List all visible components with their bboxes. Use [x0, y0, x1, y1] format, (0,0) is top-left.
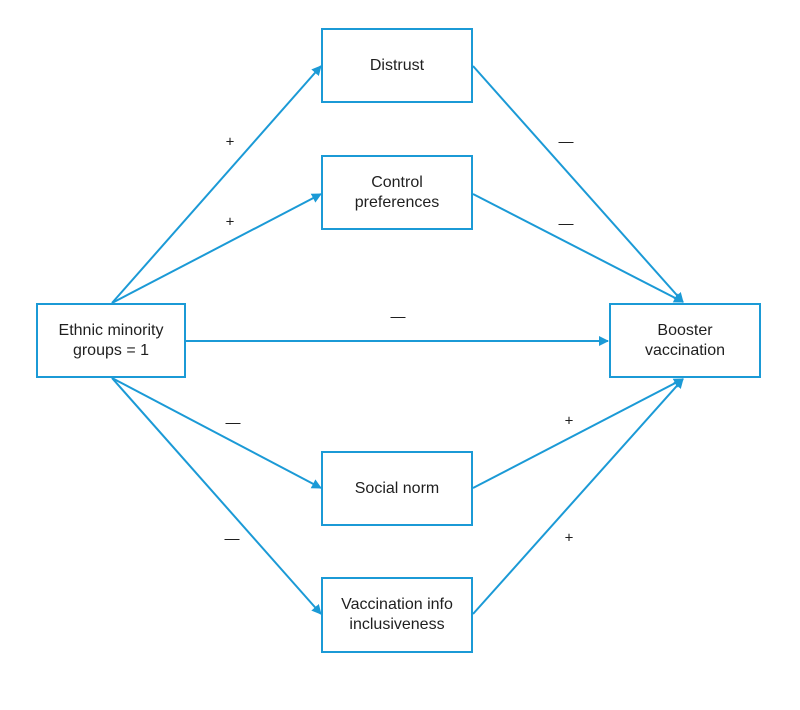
node-social-norm-label: Social norm — [354, 479, 440, 497]
sign-social-booster: + — [564, 412, 574, 430]
node-control-preferences-label: Control preferences — [354, 173, 440, 211]
sign-control-booster: — — [558, 215, 574, 233]
sign-ethnic-social: — — [225, 414, 241, 432]
edge-ethnic-vaccinfo — [111, 377, 322, 615]
node-distrust-label: Distrust — [369, 56, 425, 74]
sign-vaccinfo-booster: + — [564, 529, 574, 547]
sign-ethnic-vaccinfo: — — [224, 530, 240, 548]
sign-distrust-booster: — — [558, 133, 574, 151]
node-vaccination-info: Vaccination info inclusiveness — [321, 577, 473, 653]
node-ethnic-minority-label: Ethnic minority groups = 1 — [58, 321, 164, 359]
edge-distrust-booster — [472, 65, 684, 303]
node-social-norm: Social norm — [321, 451, 473, 526]
edge-vaccinfo-booster — [472, 378, 684, 615]
sign-ethnic-booster: — — [390, 308, 406, 326]
node-ethnic-minority: Ethnic minority groups = 1 — [36, 303, 186, 378]
edge-ethnic-control — [111, 193, 322, 304]
sign-ethnic-control: + — [225, 213, 235, 231]
node-vaccination-info-label: Vaccination info inclusiveness — [341, 596, 453, 633]
edge-ethnic-distrust — [111, 65, 322, 304]
node-booster-vaccination-label: Booster vaccination — [644, 321, 726, 359]
edge-ethnic-social — [111, 377, 322, 489]
node-distrust: Distrust — [321, 28, 473, 103]
edge-social-booster — [472, 378, 684, 489]
edge-control-booster — [472, 193, 684, 303]
sign-ethnic-distrust: + — [225, 133, 235, 151]
node-control-preferences: Control preferences — [321, 155, 473, 230]
node-booster-vaccination: Booster vaccination — [609, 303, 761, 378]
